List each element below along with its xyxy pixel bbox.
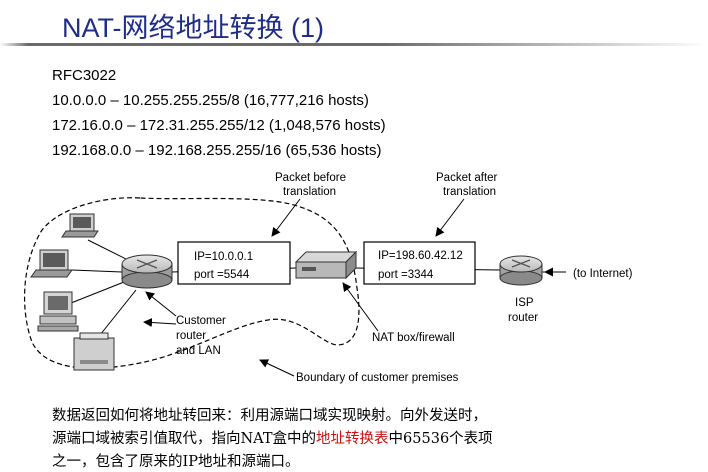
- nat-box-icon: [294, 250, 358, 280]
- rfc-label: RFC3022: [52, 67, 117, 84]
- packet-before-ip: IP=10.0.0.1: [194, 251, 253, 263]
- caption-highlight: 地址转换表: [316, 431, 389, 447]
- packet-after-box: [363, 241, 476, 285]
- address-range-2: 172.16.0.0 – 172.31.255.255/12 (1,048,57…: [52, 117, 386, 134]
- label-before-line2: translation: [283, 186, 336, 198]
- label-after-line2: translation: [443, 186, 496, 198]
- laptop-icon: [30, 249, 73, 278]
- customer-label-1: Customer: [176, 315, 226, 327]
- customer-label-2: router: [176, 330, 206, 342]
- boundary-label: Boundary of customer premises: [296, 372, 459, 384]
- to-internet-label: (to Internet): [573, 268, 633, 280]
- isp-router-label-2: router: [508, 312, 538, 324]
- isp-router-label-1: ISP: [515, 297, 534, 309]
- desktop-computer-icon: [37, 291, 79, 332]
- label-after-line1: Packet after: [436, 172, 498, 184]
- packet-before-port: port =5544: [194, 269, 250, 281]
- caption-line-1: 数据返回如何将地址转回来：利用源端口域实现映射。向外发送时，: [52, 408, 487, 424]
- title-divider: [0, 43, 708, 46]
- packet-after-port: port =3344: [378, 269, 434, 281]
- label-before-line1: Packet before: [275, 172, 346, 184]
- address-range-3: 192.168.0.0 – 192.168.255.255/16 (65,536…: [52, 142, 382, 159]
- isp-router-icon: [499, 255, 543, 286]
- page-title: NAT-网络地址转换 (1): [62, 13, 324, 43]
- caption-line-3: 之一，包含了原来的IP地址和源端口。: [52, 454, 300, 470]
- nat-diagram: IP=10.0.0.1 port =5544 IP=198.60.42.12 p…: [24, 172, 633, 384]
- packet-before-box: [177, 241, 291, 285]
- address-range-1: 10.0.0.0 – 10.255.255.255/8 (16,777,216 …: [52, 92, 369, 109]
- caption-line-2: 源端口域被索引值取代，指向NAT盒中的地址转换表中65536个表项: [52, 427, 493, 448]
- customer-router-icon: [121, 254, 173, 289]
- nat-box-label: NAT box/firewall: [372, 332, 455, 344]
- printer-icon: [73, 332, 115, 371]
- caption-line-2-end: 中65536个表项: [388, 431, 493, 447]
- caption-line-2-start: 源端口域被索引值取代，指向NAT盒中的: [52, 431, 317, 447]
- laptop-icon: [61, 213, 99, 238]
- packet-after-ip: IP=198.60.42.12: [378, 250, 463, 262]
- customer-boundary: [24, 197, 360, 369]
- customer-label-3: and LAN: [176, 345, 221, 357]
